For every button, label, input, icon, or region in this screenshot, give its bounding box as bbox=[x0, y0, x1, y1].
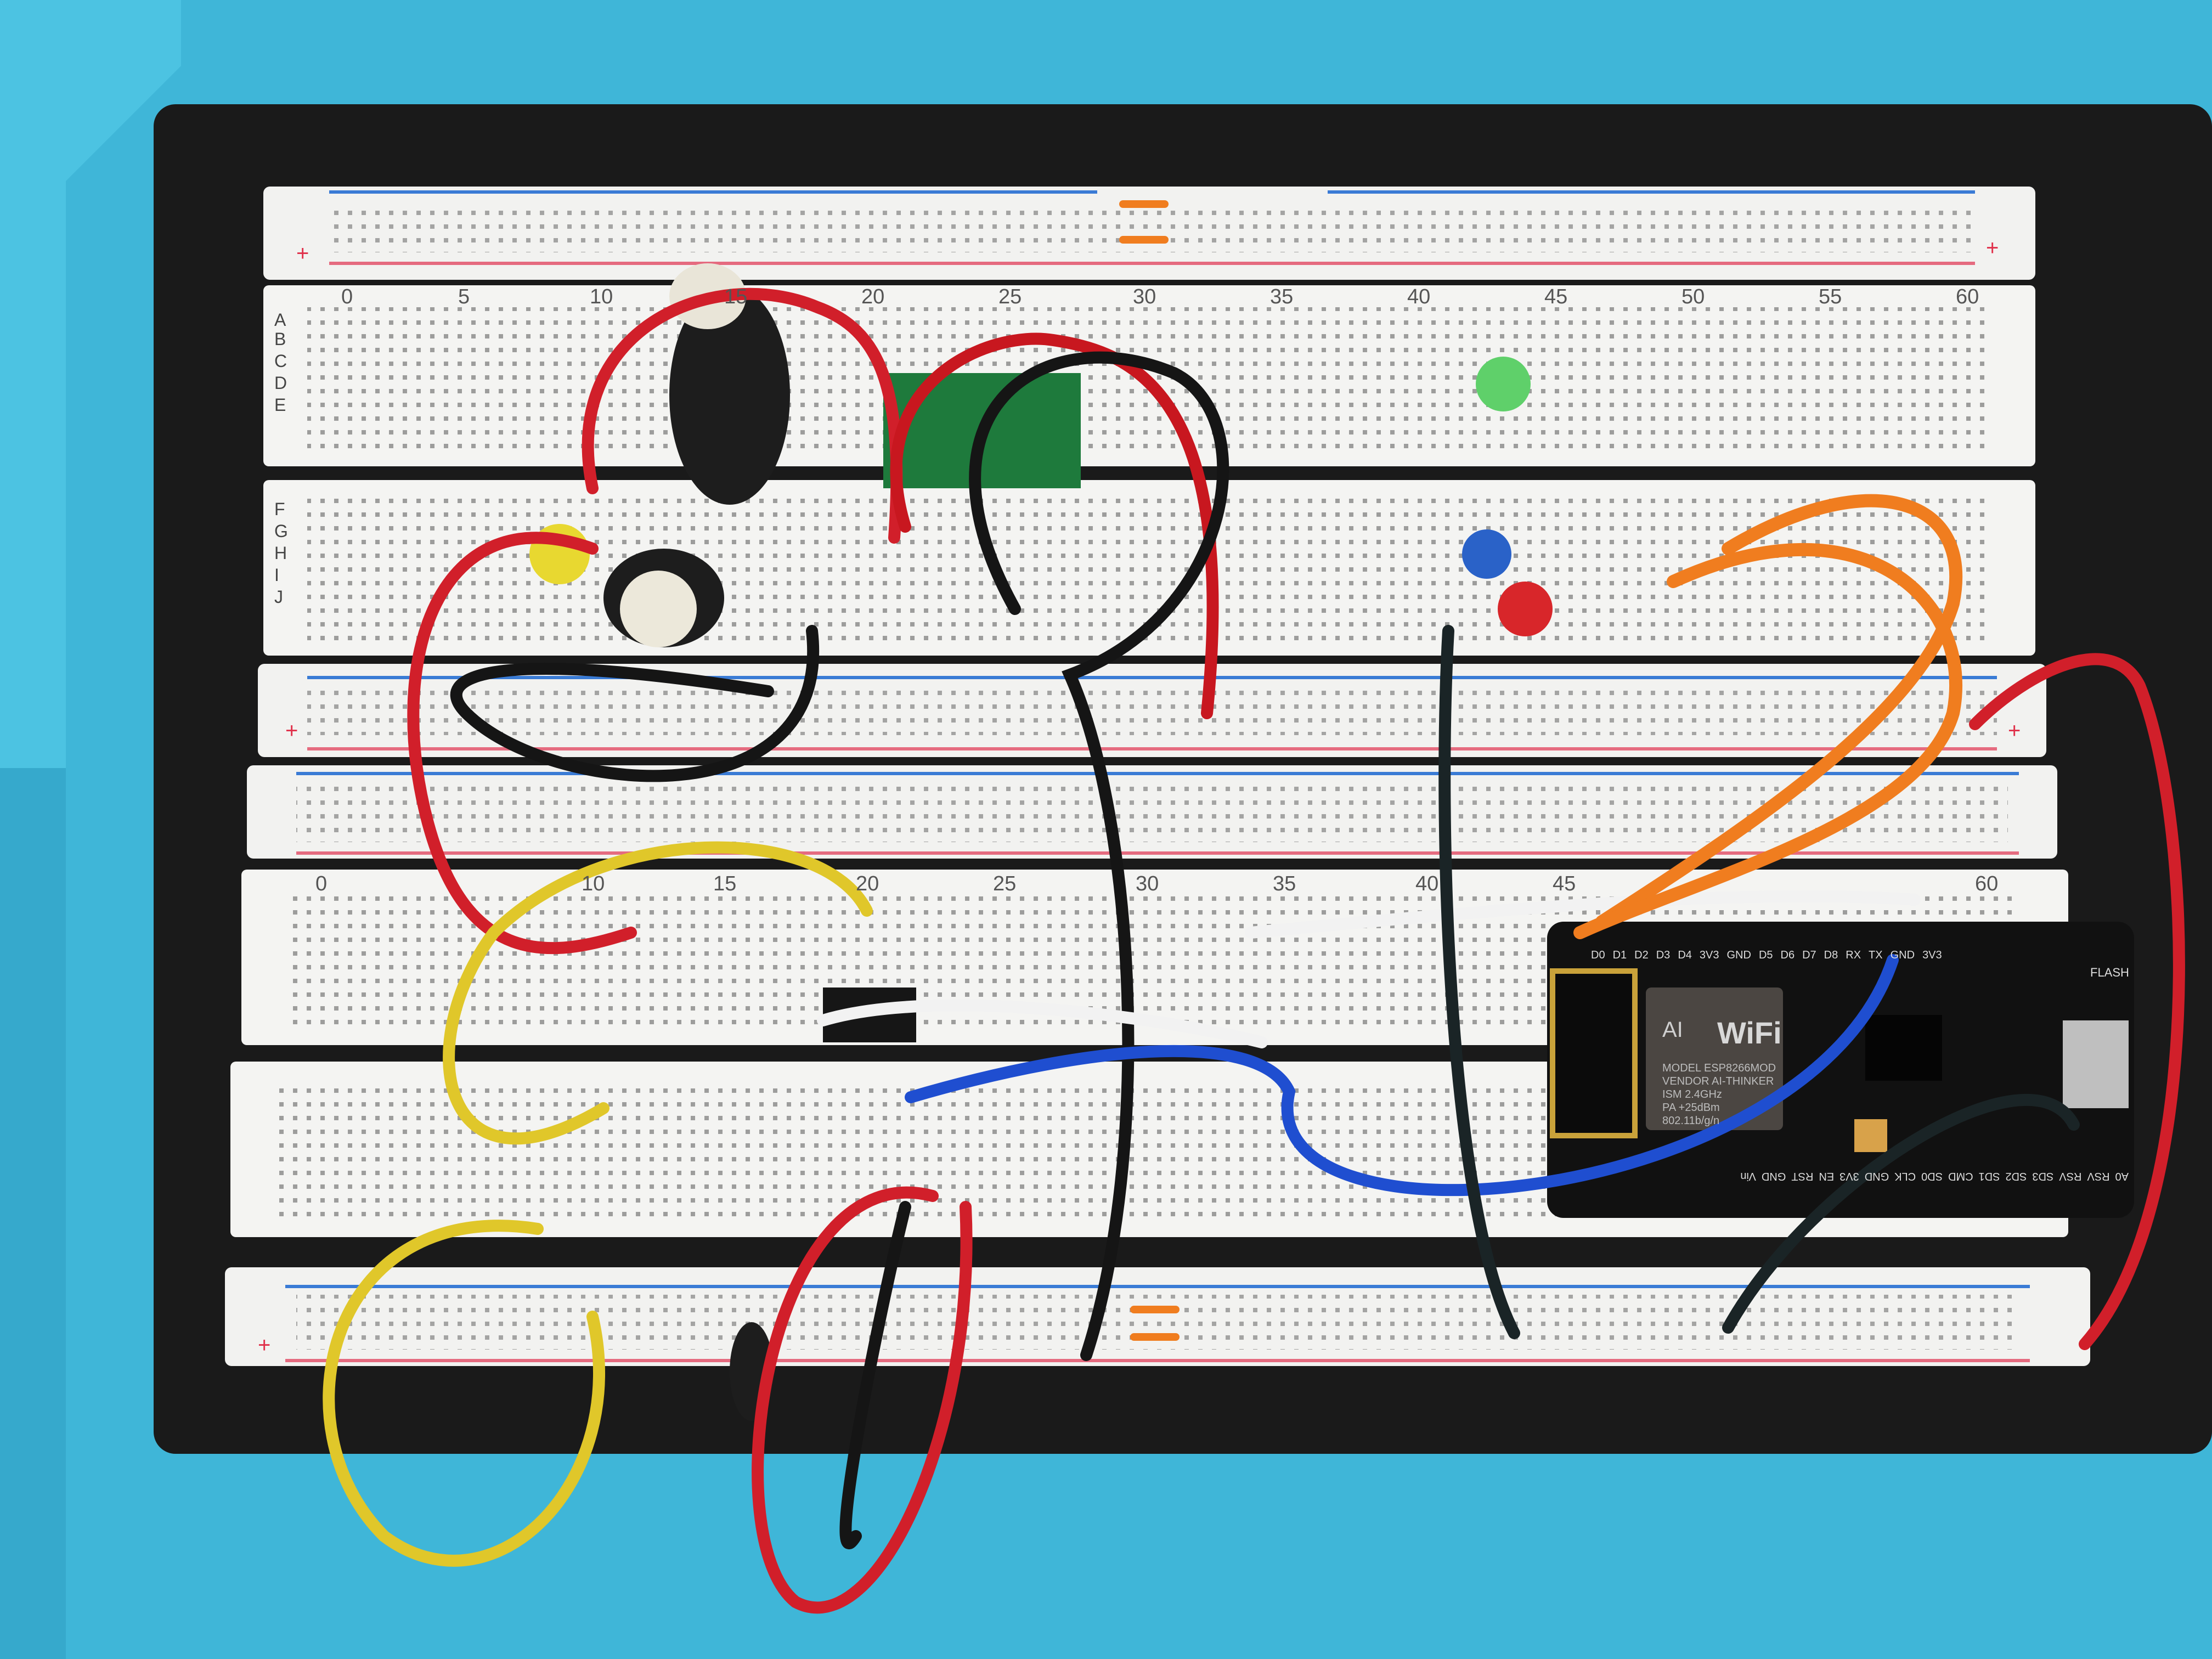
col-num: 15 bbox=[713, 872, 737, 895]
col-num: 40 bbox=[1407, 285, 1431, 308]
col-num: 15 bbox=[724, 285, 748, 308]
row-letter: A bbox=[274, 310, 286, 330]
pin-label: EN bbox=[1819, 1170, 1835, 1182]
green-led bbox=[1476, 357, 1531, 411]
col-num: 30 bbox=[1133, 285, 1156, 308]
col-num: 0 bbox=[315, 872, 328, 895]
pin-label: GND bbox=[1890, 949, 1915, 961]
row-letter: J bbox=[274, 587, 283, 607]
col-num: 35 bbox=[1270, 285, 1294, 308]
row-letter: H bbox=[274, 543, 287, 563]
ai-thinker-logo: AI bbox=[1662, 1018, 1683, 1042]
pin-label: RX bbox=[1846, 949, 1861, 961]
col-num: 60 bbox=[1956, 285, 1979, 308]
rail-plus: + bbox=[2008, 719, 2021, 743]
col-num: 30 bbox=[1136, 872, 1159, 895]
pin-label: 3V3 bbox=[1922, 949, 1942, 961]
col-num: 5 bbox=[458, 285, 470, 308]
blue-led bbox=[1462, 529, 1511, 579]
pin-label: GND bbox=[1864, 1170, 1889, 1182]
col-num: 35 bbox=[1273, 872, 1296, 895]
col-num: 10 bbox=[590, 285, 613, 308]
pin-label: RSV bbox=[2087, 1170, 2110, 1182]
pin-label: A0 bbox=[2115, 1170, 2129, 1182]
pin-label: 3V3 bbox=[1839, 1170, 1859, 1182]
pin-label: D0 bbox=[1591, 949, 1605, 961]
shield-line: ISM 2.4GHz bbox=[1662, 1088, 1722, 1101]
col-num: 50 bbox=[1681, 285, 1705, 308]
rail-plus: + bbox=[296, 241, 309, 266]
col-num: 20 bbox=[861, 285, 885, 308]
row-letter: F bbox=[274, 499, 285, 519]
pin-label: D8 bbox=[1824, 949, 1838, 961]
pin-label: D5 bbox=[1758, 949, 1773, 961]
row-letter: C bbox=[274, 351, 287, 371]
pin-label: CLK bbox=[1894, 1170, 1916, 1182]
col-num: 0 bbox=[341, 285, 353, 308]
pin-label: GND bbox=[1726, 949, 1751, 961]
col-num: 40 bbox=[1415, 872, 1439, 895]
pin-label: SD0 bbox=[1921, 1170, 1943, 1182]
pin-label: Vin bbox=[1740, 1170, 1756, 1182]
shield-line: MODEL ESP8266MOD bbox=[1662, 1062, 1776, 1074]
row-letter: E bbox=[274, 395, 286, 415]
bottom-pin-labels: A0 RSV RSV SD3 SD2 SD1 CMD SD0 CLK GND 3… bbox=[1740, 1170, 2129, 1182]
pin-label: RST bbox=[1791, 1170, 1814, 1182]
pin-label: SD1 bbox=[1978, 1170, 2000, 1182]
flash-button-label: FLASH bbox=[2090, 966, 2129, 979]
col-num: 20 bbox=[856, 872, 879, 895]
col-num: 45 bbox=[1544, 285, 1568, 308]
shield-line: 802.11b/g/n bbox=[1662, 1115, 1720, 1127]
col-num: 10 bbox=[582, 872, 605, 895]
pin-label: SD2 bbox=[2005, 1170, 2027, 1182]
rail-plus: + bbox=[258, 1333, 271, 1357]
pin-label: CMD bbox=[1948, 1170, 1973, 1182]
col-num: 55 bbox=[1819, 285, 1842, 308]
pin-label: 3V3 bbox=[1699, 949, 1719, 961]
rail-plus: + bbox=[285, 719, 298, 743]
col-num: 60 bbox=[1975, 872, 1999, 895]
wifi-logo: WiFi bbox=[1717, 1015, 1782, 1050]
top-pin-labels: D0 D1 D2 D3 D4 3V3 GND D5 D6 D7 D8 RX TX… bbox=[1591, 949, 1942, 962]
row-letter: B bbox=[274, 329, 286, 349]
pin-label: RSV bbox=[2059, 1170, 2082, 1182]
shield-line: VENDOR AI-THINKER bbox=[1662, 1075, 1774, 1087]
row-letter: G bbox=[274, 521, 288, 541]
pin-label: D7 bbox=[1802, 949, 1816, 961]
module-shield-text: MODEL ESP8266MOD VENDOR AI-THINKER ISM 2… bbox=[1662, 1062, 1776, 1127]
pin-label: D3 bbox=[1656, 949, 1671, 961]
pin-label: D1 bbox=[1612, 949, 1627, 961]
pin-label: D6 bbox=[1780, 949, 1795, 961]
pin-label: TX bbox=[1869, 949, 1883, 961]
pin-label: D2 bbox=[1634, 949, 1649, 961]
pin-label: SD3 bbox=[2032, 1170, 2054, 1182]
col-num: 25 bbox=[993, 872, 1017, 895]
col-num: 45 bbox=[1553, 872, 1576, 895]
rail-plus: + bbox=[1986, 236, 1999, 260]
pin-label: D4 bbox=[1678, 949, 1692, 961]
red-led bbox=[1498, 582, 1553, 636]
col-num: 25 bbox=[998, 285, 1022, 308]
row-letter: D bbox=[274, 373, 287, 393]
row-letter: I bbox=[274, 565, 279, 585]
shield-line: PA +25dBm bbox=[1662, 1102, 1720, 1114]
pin-label: GND bbox=[1761, 1170, 1786, 1182]
